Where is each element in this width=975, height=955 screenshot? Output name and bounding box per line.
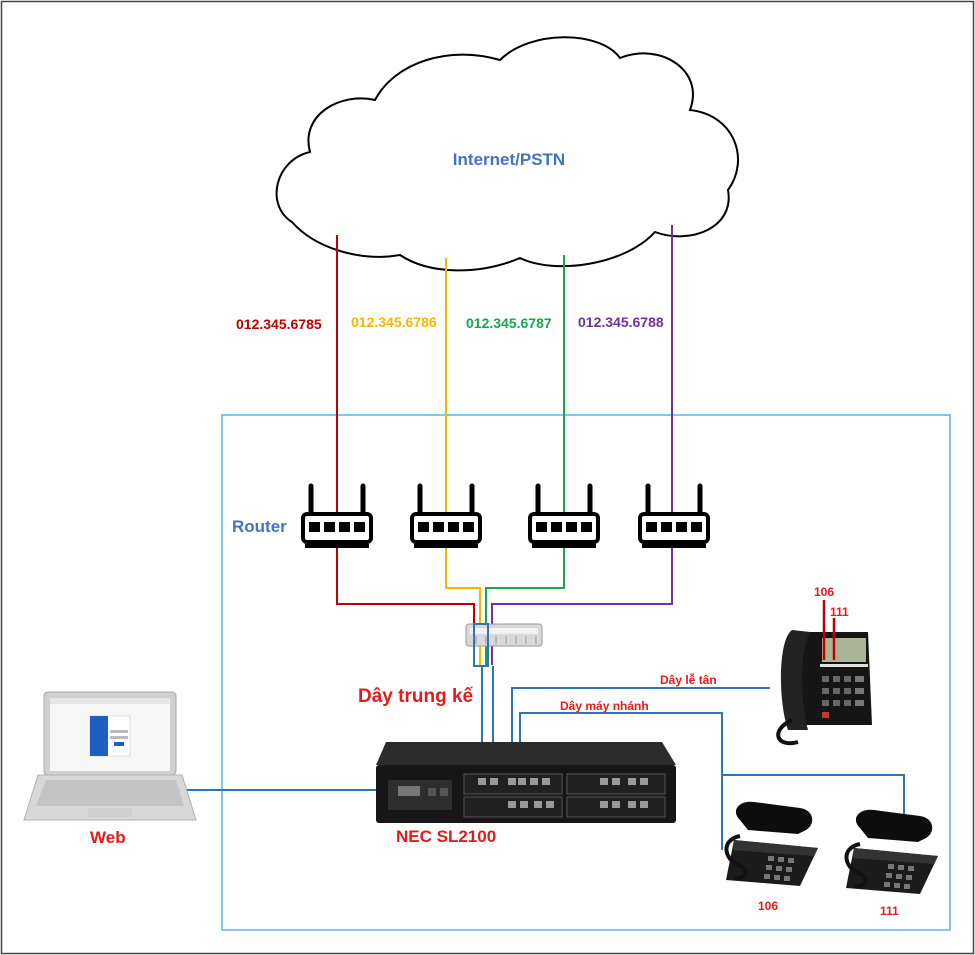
reception-phone-icon — [776, 600, 872, 746]
patch-panel-icon — [465, 623, 543, 647]
office-frame — [221, 414, 951, 931]
phone-ext-1: 106 — [758, 899, 778, 913]
reception-cable-label: Dây lễ tân — [660, 672, 717, 687]
router-label: Router — [232, 517, 287, 536]
trunk-number-1: 012.345.6785 — [236, 316, 322, 332]
extension-phone-icon-1 — [724, 799, 820, 888]
router-icon-4 — [640, 486, 708, 546]
blue-cables — [186, 623, 905, 850]
trunk-cable-label: Dây trung kế — [358, 686, 474, 707]
extension-cable-label: Dây máy nhánh — [560, 699, 649, 713]
trunk-lines — [336, 225, 673, 525]
cloud-label: Internet/PSTN — [453, 150, 565, 169]
router-to-panel-lines — [336, 548, 673, 665]
pbx-label: NEC SL2100 — [396, 827, 496, 846]
laptop-icon — [23, 691, 197, 821]
reception-ext-b: 111 — [830, 605, 849, 619]
trunk-number-2: 012.345.6786 — [351, 314, 437, 330]
web-label: Web — [90, 828, 126, 847]
trunk-number-3: 012.345.6787 — [466, 315, 552, 331]
pbx-icon — [376, 742, 676, 823]
phone-ext-2: 111 — [880, 904, 899, 918]
trunk-number-4: 012.345.6788 — [578, 314, 664, 330]
cloud-shape — [275, 36, 739, 272]
reception-ext-a: 106 — [814, 585, 834, 599]
extension-phone-icon-2 — [844, 807, 940, 896]
